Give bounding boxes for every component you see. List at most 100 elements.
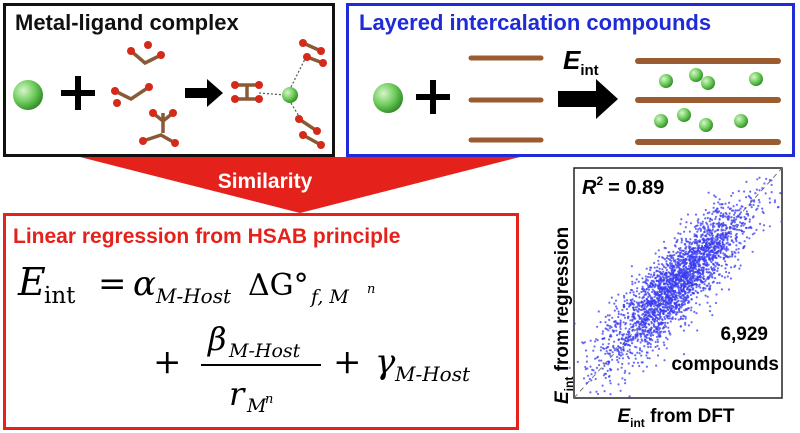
scatter-point bbox=[680, 255, 683, 258]
scatter-point bbox=[683, 272, 686, 275]
scatter-point bbox=[620, 313, 623, 316]
scatter-point bbox=[626, 302, 629, 305]
scatter-point bbox=[626, 355, 629, 358]
scatter-point bbox=[728, 201, 731, 204]
scatter-point bbox=[773, 199, 777, 202]
scatter-point bbox=[657, 249, 660, 252]
scatter-point bbox=[735, 218, 738, 221]
scatter-point bbox=[707, 238, 710, 241]
scatter-point bbox=[714, 254, 717, 257]
scatter-point bbox=[688, 242, 691, 245]
scatter-point bbox=[719, 256, 722, 259]
scatter-point bbox=[684, 298, 687, 301]
scatter-point bbox=[680, 241, 683, 244]
scatter-point bbox=[613, 349, 617, 352]
scatter-point bbox=[702, 280, 705, 284]
scatter-point bbox=[615, 307, 619, 310]
scatter-point bbox=[722, 237, 725, 240]
scatter-point bbox=[618, 351, 621, 354]
scatter-point bbox=[640, 306, 643, 309]
scatter-point bbox=[693, 225, 696, 228]
scatter-point bbox=[694, 253, 697, 256]
scatter-point bbox=[650, 266, 653, 269]
scatter-point bbox=[618, 353, 621, 356]
scatter-point bbox=[670, 269, 673, 272]
scatter-point bbox=[696, 329, 699, 332]
scatter-point bbox=[628, 328, 631, 331]
scatter-point bbox=[650, 331, 653, 334]
scatter-point bbox=[603, 390, 606, 393]
scatter-point bbox=[706, 301, 709, 304]
scatter-point bbox=[761, 210, 764, 213]
scatter-point bbox=[667, 330, 670, 333]
scatter-point bbox=[640, 318, 643, 321]
scatter-point bbox=[654, 340, 657, 344]
scatter-point bbox=[655, 307, 658, 310]
scatter-point bbox=[636, 339, 639, 343]
scatter-point bbox=[733, 213, 736, 216]
scatter-point bbox=[695, 238, 698, 241]
scatter-point bbox=[604, 376, 607, 380]
scatter-point bbox=[647, 288, 650, 291]
eq-equals: = bbox=[98, 264, 127, 304]
scatter-point bbox=[632, 306, 635, 309]
scatter-point bbox=[710, 245, 713, 248]
scatter-point bbox=[635, 333, 639, 337]
scatter-point bbox=[599, 321, 602, 324]
scatter-point bbox=[756, 207, 759, 210]
scatter-point bbox=[608, 318, 611, 321]
scatter-point bbox=[663, 279, 666, 282]
scatter-point bbox=[698, 283, 701, 286]
scatter-point bbox=[653, 274, 656, 277]
scatter-point bbox=[726, 255, 729, 258]
scatter-point bbox=[663, 315, 666, 319]
scatter-point bbox=[645, 354, 648, 357]
scatter-point bbox=[684, 266, 687, 269]
scatter-point bbox=[718, 203, 722, 206]
ligand-molecules-icon bbox=[114, 49, 176, 145]
scatter-point bbox=[658, 334, 661, 337]
scatter-point bbox=[709, 287, 712, 290]
scatter-point bbox=[626, 312, 629, 315]
scatter-point bbox=[646, 284, 650, 287]
scatter-point bbox=[610, 326, 613, 329]
scatter-point bbox=[725, 270, 728, 274]
scatter-point bbox=[702, 268, 705, 271]
similarity-arrow-icon bbox=[80, 157, 520, 213]
scatter-point bbox=[694, 258, 697, 261]
scatter-point bbox=[694, 256, 697, 259]
scatter-point bbox=[738, 212, 741, 216]
scatter-point bbox=[708, 253, 711, 256]
scatter-point bbox=[711, 262, 715, 265]
scatter-point bbox=[690, 286, 693, 289]
scatter-point bbox=[698, 252, 701, 255]
scatter-point bbox=[737, 247, 740, 250]
scatter-point bbox=[750, 206, 753, 209]
scatter-point bbox=[721, 242, 724, 246]
scatter-point bbox=[651, 284, 655, 287]
scatter-point bbox=[738, 209, 741, 212]
scatter-point bbox=[711, 243, 714, 246]
scatter-point bbox=[672, 305, 675, 308]
scatter-point bbox=[660, 297, 663, 300]
scatter-point bbox=[712, 206, 715, 209]
scatter-point bbox=[680, 268, 683, 271]
scatter-point bbox=[714, 261, 717, 264]
scatter-point bbox=[608, 379, 612, 382]
scatter-point bbox=[684, 309, 687, 312]
scatter-point bbox=[655, 328, 658, 331]
scatter-point bbox=[648, 311, 651, 314]
scatter-point bbox=[576, 360, 579, 363]
scatter-point bbox=[658, 311, 661, 314]
scatter-point bbox=[761, 207, 764, 210]
scatter-point bbox=[725, 247, 728, 250]
scatter-point bbox=[684, 272, 687, 275]
scatter-point bbox=[735, 223, 738, 226]
plus-sign-icon bbox=[416, 80, 450, 114]
scatter-point bbox=[688, 249, 691, 252]
scatter-point bbox=[708, 211, 711, 214]
scatter-point bbox=[742, 224, 745, 227]
scatter-point bbox=[600, 346, 603, 349]
y-axis-label: Eint from regression bbox=[552, 227, 576, 404]
scatter-point bbox=[667, 296, 670, 299]
